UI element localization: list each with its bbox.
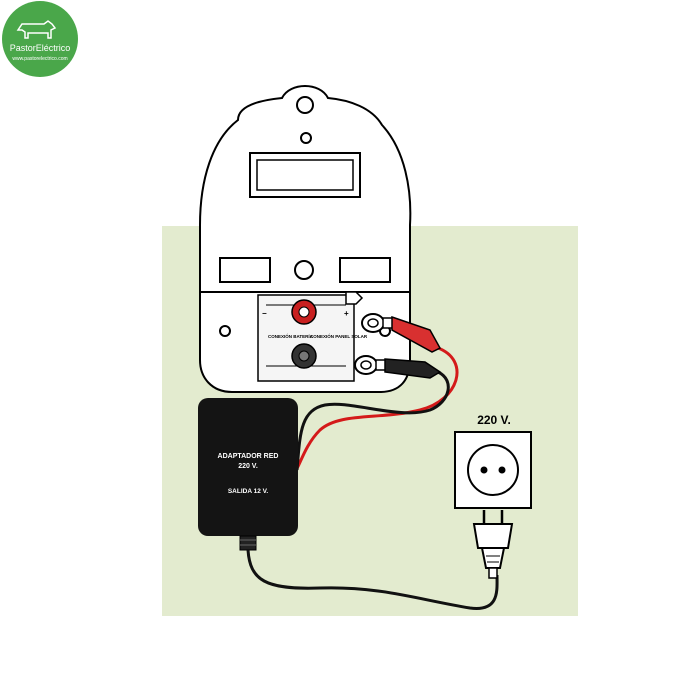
adapter-title-line1: ADAPTADOR RED bbox=[218, 453, 279, 460]
adapter-body bbox=[198, 398, 298, 536]
left-indicator bbox=[219, 257, 271, 283]
black-cable bbox=[295, 370, 450, 471]
plus-sign-top: + bbox=[344, 309, 349, 318]
red-clip bbox=[361, 313, 442, 353]
wall-outlet: 220 V. bbox=[454, 413, 532, 509]
hanging-hole bbox=[296, 96, 314, 114]
top-screw bbox=[300, 132, 312, 144]
center-lamp bbox=[294, 260, 314, 280]
terminal-bolt bbox=[345, 291, 364, 305]
plug bbox=[472, 510, 514, 579]
energizer-device: − + CONEXIÓN BATERÍA CONEXIÓN PANEL SOLA… bbox=[199, 85, 412, 393]
solar-terminal-label: CONEXIÓN PANEL SOLAR bbox=[310, 332, 368, 339]
power-adapter: ADAPTADOR RED 220 V. SALIDA 12 V. bbox=[198, 398, 298, 551]
adapter-output: SALIDA 12 V. bbox=[228, 488, 269, 495]
adapter-title-line2: 220 V. bbox=[238, 463, 258, 470]
outlet-hole-right bbox=[498, 466, 506, 474]
logo-brand-text: PastorEléctrico bbox=[10, 43, 71, 53]
outlet-voltage-label: 220 V. bbox=[477, 413, 511, 427]
battery-terminal-label: CONEXIÓN BATERÍA bbox=[268, 332, 314, 339]
outlet-socket bbox=[467, 444, 519, 496]
minus-sign-top: − bbox=[262, 309, 267, 318]
base-screw-left bbox=[219, 325, 231, 337]
terminal-knob-red bbox=[291, 299, 317, 325]
outlet-hole-left bbox=[480, 466, 488, 474]
terminal-knob-black bbox=[291, 343, 317, 369]
red-cable bbox=[294, 346, 459, 471]
right-indicator bbox=[339, 257, 391, 283]
cow-icon bbox=[16, 20, 57, 39]
logo-url-text: www.pastorelectrico.com bbox=[12, 56, 67, 62]
display-window-inner bbox=[256, 159, 354, 191]
brand-logo: PastorEléctrico www.pastorelectrico.com bbox=[2, 1, 78, 77]
mains-cable bbox=[246, 549, 499, 610]
black-clip bbox=[354, 355, 442, 379]
